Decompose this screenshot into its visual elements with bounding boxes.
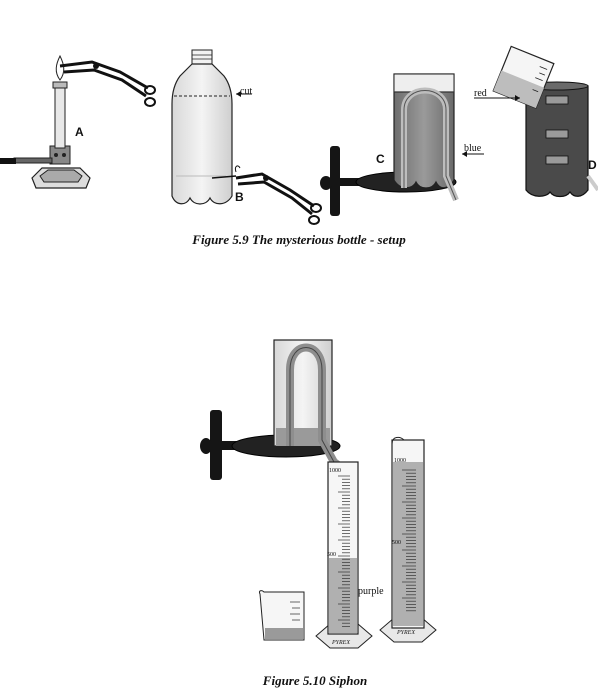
cylinder-left-mid-mark: 500 (327, 552, 336, 558)
label-d: D (588, 158, 597, 172)
blue-arrow (462, 151, 484, 157)
cylinder-right-brand: PYREX (397, 630, 415, 636)
label-b: B (235, 190, 244, 204)
annotation-cut: cut (240, 86, 253, 97)
plastic-bottle (171, 49, 233, 205)
graduated-cylinder-right (379, 436, 437, 643)
inverted-bottle-siphon (273, 339, 345, 472)
tongs-b (211, 165, 322, 225)
annotation-purple: purple (358, 586, 384, 597)
cylinder-left-brand: PYREX (332, 640, 350, 646)
bunsen-burner (0, 54, 91, 189)
annotation-red: red (474, 88, 487, 99)
graduated-cylinder-left (315, 461, 373, 649)
annotation-blue: blue (464, 143, 482, 154)
cylinder-right-mid-mark: 500 (392, 540, 401, 546)
label-c: C (376, 152, 385, 166)
small-beaker (259, 590, 305, 641)
red-arrow (474, 95, 520, 101)
tongs-a (59, 60, 156, 107)
cylinder-left-ticks (338, 475, 350, 627)
pouring-beaker (492, 45, 555, 109)
cut-arrow (236, 91, 252, 97)
cylinder-left-top-mark: 1000 (329, 468, 341, 474)
cylinder-right-ticks (402, 469, 416, 612)
label-a: A (75, 125, 84, 139)
figure-5-10-caption: Figure 5.10 Siphon (262, 673, 368, 688)
bottle-c-blue (393, 73, 459, 202)
cylinder-right-top-mark: 1000 (394, 458, 406, 464)
figure-5-9-caption: Figure 5.9 The mysterious bottle - setup (192, 232, 406, 247)
